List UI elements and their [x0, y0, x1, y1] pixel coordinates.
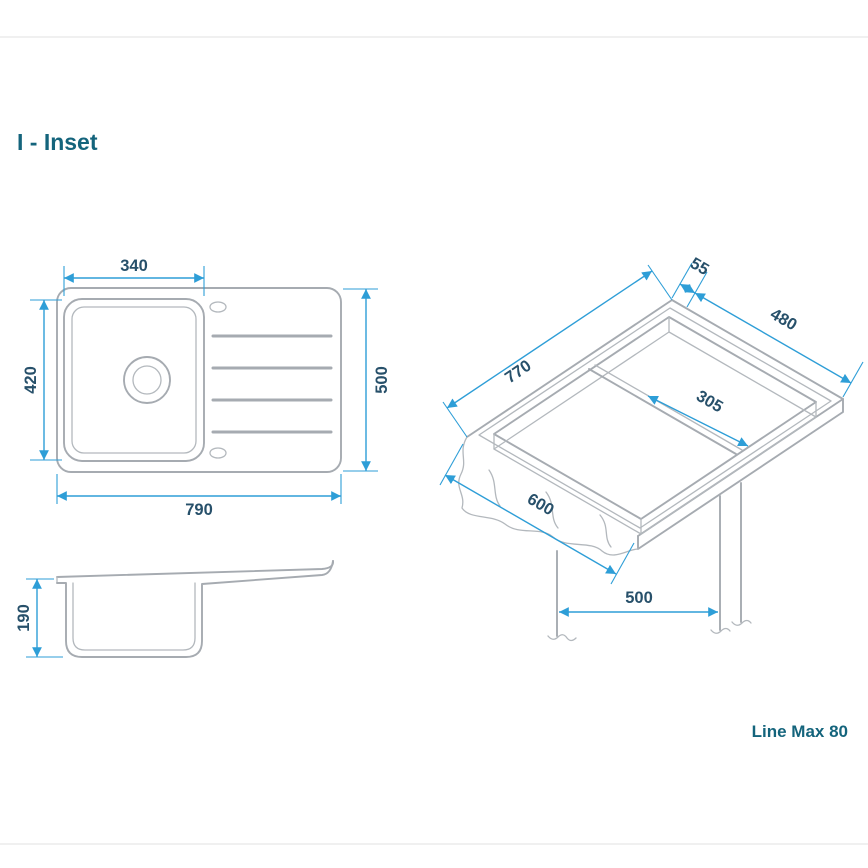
dim-rim-offset-label: 55: [687, 254, 712, 279]
extension-line: [842, 361, 864, 398]
dim-cutout-length-label: 770: [502, 357, 535, 387]
extension-line: [442, 401, 468, 438]
dimension-line: [694, 292, 852, 384]
side-view: 190: [15, 560, 334, 658]
dim-cutout-width-label: 480: [767, 305, 800, 334]
dim-overall-width-790: 790: [56, 474, 342, 519]
side-bowl-inner: [72, 582, 196, 651]
extension-line: [671, 262, 693, 299]
worktop-front-face: [637, 398, 844, 550]
dim-bowl-height-190: 190: [15, 578, 63, 658]
product-name: Line Max 80: [752, 722, 848, 741]
dim-overall-depth-label: 500: [373, 366, 391, 394]
dim-bowl-depth-label: 420: [22, 366, 40, 394]
cabinet-torn-bottom: [731, 619, 752, 626]
page-title: I - Inset: [17, 129, 98, 155]
dim-bowl-width-340: 340: [63, 257, 205, 296]
worktop-top-outline: [466, 299, 844, 537]
extension-line: [439, 443, 464, 486]
torn-fold-line: [488, 469, 501, 507]
sink-outer-rim: [56, 287, 342, 473]
tap-hole-bottom: [209, 447, 227, 459]
dim-overall-width-label: 790: [185, 501, 213, 519]
top-view: 340 420 500 790: [22, 257, 391, 519]
cabinet-torn-bottom: [547, 634, 577, 642]
dimension-line: [647, 395, 749, 447]
side-top-edge: [56, 560, 334, 578]
dim-bowl-width-label: 340: [120, 257, 148, 275]
dim-bowl-inner-width-label: 305: [693, 387, 726, 416]
side-bowl-outline: [56, 560, 334, 658]
dim-bowl-height-label: 190: [15, 604, 33, 632]
dim-cabinet-width-label: 500: [625, 589, 653, 607]
cabinet-torn-bottom: [710, 627, 731, 634]
dim-cutout-length-770: 770: [442, 264, 673, 438]
dim-bowl-depth-420: 420: [22, 299, 62, 461]
dimension-line: [444, 474, 617, 575]
extension-line: [686, 271, 708, 308]
cutout-outline: [493, 316, 817, 520]
dim-worktop-depth-label: 600: [524, 490, 557, 519]
dim-overall-depth-500: 500: [343, 288, 391, 472]
drain-inner-circle: [132, 365, 162, 395]
drain-outer-circle: [123, 356, 171, 404]
torn-fold-line: [599, 514, 612, 548]
extension-line: [610, 542, 635, 585]
iso-view: 770 55 480 305 600 500: [439, 254, 864, 642]
dimension-line: [679, 283, 696, 294]
dim-cabinet-width-500: 500: [559, 589, 718, 617]
bowl-inner-outline: [71, 306, 197, 454]
tap-hole-top: [209, 301, 227, 313]
extension-line: [647, 264, 673, 301]
dim-bowl-inner-width-305: 305: [647, 387, 749, 447]
bowl-outline: [63, 298, 205, 462]
dimension-line: [446, 270, 653, 409]
